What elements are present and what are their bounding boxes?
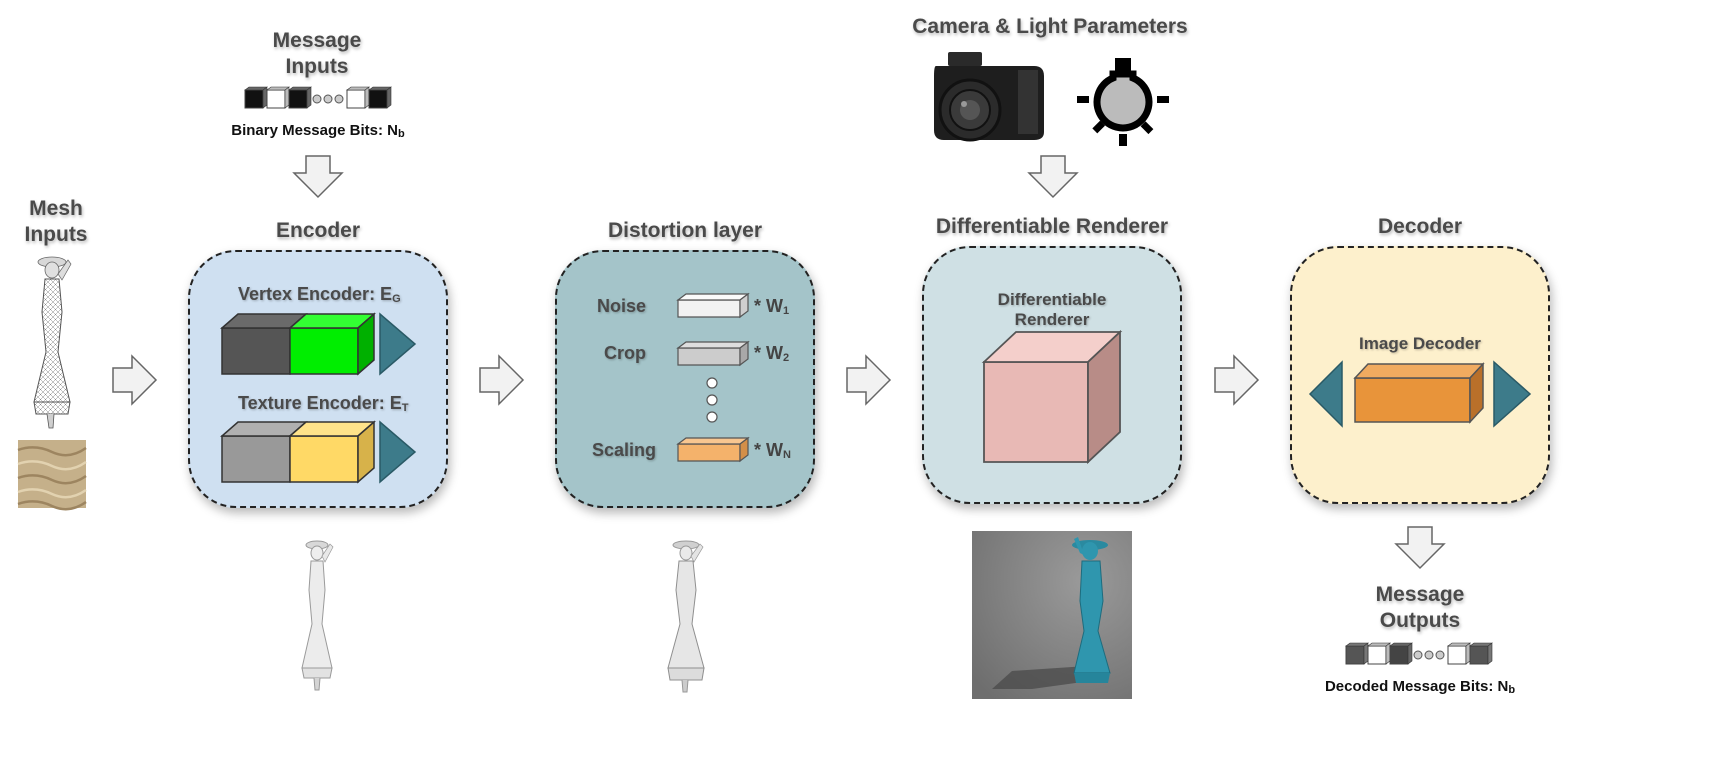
distorted-figure-image [667, 540, 705, 693]
encoder-title: Encoder [275, 219, 361, 242]
crop-label: Crop [604, 343, 646, 363]
ellipsis-dots-icon [706, 377, 718, 423]
crop-weight: * W2 [754, 343, 790, 364]
crop-block [676, 340, 750, 367]
down-arrow-icon [292, 155, 344, 199]
right-arrow-icon [479, 354, 525, 406]
down-arrow-icon [1394, 526, 1446, 570]
texture-encoder-block [220, 420, 417, 484]
vertex-encoder-block [220, 312, 417, 376]
image-decoder-block [1308, 360, 1532, 428]
distortion-panel [555, 250, 815, 508]
image-decoder-label: Image Decoder [1359, 334, 1481, 353]
texture-encoder-label: Texture Encoder: ET [238, 393, 409, 414]
light-bulb-icon [1077, 58, 1169, 146]
sand-texture-image [17, 440, 87, 511]
binary-bits-icon [244, 86, 392, 109]
decoder-title: Decoder [1377, 215, 1463, 238]
scaling-label: Scaling [592, 440, 657, 460]
scaling-weight: * WN [754, 440, 791, 461]
camera-light-title: Camera & Light Parameters [912, 15, 1188, 38]
camera-icon [934, 52, 1044, 142]
noise-weight: * W1 [754, 296, 790, 317]
renderer-title: Differentiable Renderer [935, 215, 1169, 238]
noise-block [676, 292, 750, 319]
renderer-cube [981, 329, 1123, 465]
decoded-bits-caption: Decoded Message Bits: Nb [1324, 678, 1516, 696]
binary-bits-caption: Binary Message Bits: Nb [231, 122, 405, 140]
encoded-figure-image [301, 540, 334, 691]
distortion-title: Distortion layer [607, 219, 763, 242]
wireframe-figure-image [33, 256, 72, 429]
right-arrow-icon [1214, 354, 1260, 406]
right-arrow-icon [846, 354, 892, 406]
noise-label: Noise [597, 296, 647, 316]
vertex-encoder-label: Vertex Encoder: EG [238, 284, 401, 305]
rendered-image [972, 531, 1132, 699]
down-arrow-icon [1027, 155, 1079, 199]
decoded-bits-icon [1345, 642, 1493, 665]
scaling-block [676, 436, 750, 463]
right-arrow-icon [112, 354, 158, 406]
